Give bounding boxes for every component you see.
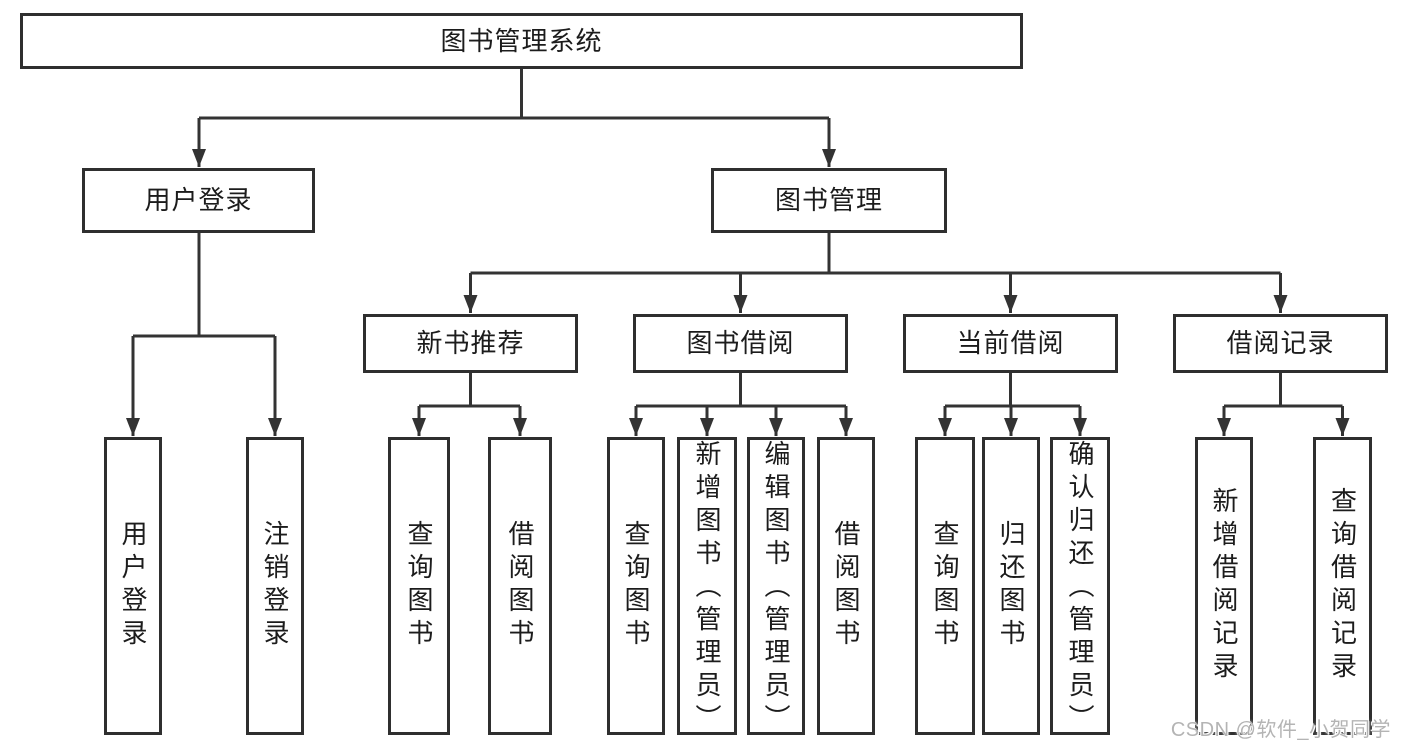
node-label: 新书推荐 xyxy=(416,328,525,359)
node-label: 查询图书 xyxy=(621,520,651,652)
node-label: 查询图书 xyxy=(930,520,960,652)
node-label: 新增图书（管理员） xyxy=(692,440,722,737)
node-label: 用户登录 xyxy=(118,520,148,652)
node-leaf-query-book-2: 查询图书 xyxy=(607,437,665,735)
node-label: 归还图书 xyxy=(996,520,1026,652)
node-book-mgmt: 图书管理 xyxy=(711,168,947,233)
node-label: 用户登录 xyxy=(144,185,253,216)
node-leaf-return-book: 归还图书 xyxy=(982,437,1040,735)
node-label: 确认归还（管理员） xyxy=(1065,440,1095,737)
node-label: 查询图书 xyxy=(404,520,434,652)
node-label: 借阅记录 xyxy=(1226,328,1335,359)
node-label: 图书管理系统 xyxy=(440,25,603,56)
node-leaf-logout: 注销登录 xyxy=(246,437,304,735)
node-leaf-add-record: 新增借阅记录 xyxy=(1195,437,1253,735)
node-label: 新增借阅记录 xyxy=(1209,487,1239,685)
node-leaf-query-book-3: 查询图书 xyxy=(915,437,975,735)
node-label: 借阅图书 xyxy=(831,520,861,652)
node-leaf-query-record: 查询借阅记录 xyxy=(1313,437,1372,735)
node-current-borrow: 当前借阅 xyxy=(903,314,1118,373)
node-label: 编辑图书（管理员） xyxy=(761,440,791,737)
watermark: CSDN @软件_小贺同学 xyxy=(1170,719,1391,741)
node-label: 当前借阅 xyxy=(956,328,1065,359)
node-leaf-edit-book: 编辑图书（管理员） xyxy=(747,437,805,737)
node-label: 图书管理 xyxy=(774,185,883,216)
node-user-login: 用户登录 xyxy=(82,168,315,233)
node-label: 注销登录 xyxy=(260,520,290,652)
node-leaf-user-login: 用户登录 xyxy=(104,437,162,735)
node-label: 借阅图书 xyxy=(505,520,535,652)
node-label: 图书借阅 xyxy=(686,328,795,359)
node-new-book-recommend: 新书推荐 xyxy=(363,314,578,373)
node-leaf-confirm-return: 确认归还（管理员） xyxy=(1050,437,1110,737)
node-leaf-borrow-book-2: 借阅图书 xyxy=(817,437,875,735)
node-root: 图书管理系统 xyxy=(20,13,1023,69)
node-leaf-query-book-1: 查询图书 xyxy=(388,437,450,735)
node-label: 查询借阅记录 xyxy=(1327,487,1358,685)
node-book-borrow: 图书借阅 xyxy=(633,314,848,373)
node-leaf-borrow-book-1: 借阅图书 xyxy=(488,437,552,735)
node-borrow-records: 借阅记录 xyxy=(1173,314,1388,373)
node-leaf-add-book: 新增图书（管理员） xyxy=(677,437,737,737)
